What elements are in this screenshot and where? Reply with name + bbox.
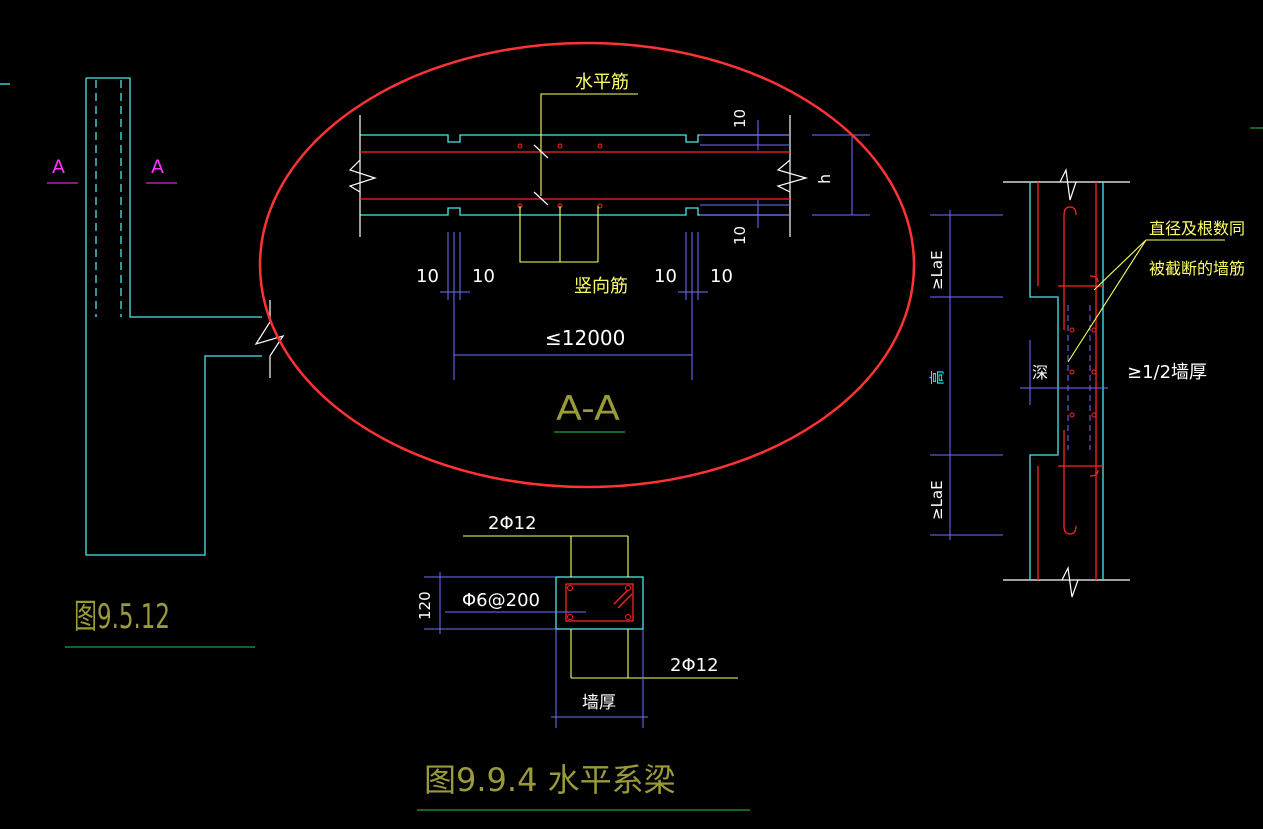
label-wall-thickness: 墙厚 (582, 693, 616, 713)
dim-lae-top: ≥LaE (928, 250, 946, 290)
dim-depth: 深 (1032, 363, 1048, 382)
label-bar-bottom: 2Φ12 (670, 655, 719, 676)
note-line1: 直径及根数同 (1149, 219, 1245, 238)
dim-span-limit: ≤12000 (545, 326, 625, 350)
wall-elevation (0, 77, 285, 556)
section-marker-left: A (47, 156, 78, 184)
label-vertical-bar: 竖向筋 (574, 276, 628, 297)
figure-title-9-5-12: 图9.5.12 (74, 597, 170, 637)
dim-10-a: 10 (416, 266, 439, 287)
dim-span: ≤12000 (454, 326, 692, 356)
dim-bottom-small: 10 10 10 10 (416, 232, 733, 380)
section-title-aa: A-A (556, 389, 620, 429)
section-label-a-right: A (151, 156, 164, 178)
dim-lae-bottom: ≥LaE (928, 480, 946, 520)
dim-10-d: 10 (710, 266, 733, 287)
dim-10-bottom: 10 (731, 226, 749, 245)
section-marker-right: A (146, 156, 177, 184)
dim-10-c: 10 (654, 266, 677, 287)
section-label-a-left: A (52, 156, 65, 178)
wall-detail: ≥LaE 高 ≥LaE 深 ≥1/2墙厚 直径及根数同 被截断的墙筋 (928, 127, 1263, 598)
dim-height: 高 (928, 370, 946, 385)
dim-h: h (815, 174, 834, 184)
dim-10-b: 10 (472, 266, 495, 287)
detail-rebar-dots (1069, 327, 1097, 418)
beam-section: 2Φ12 2Φ12 Φ6@200 120 墙厚 图9.9.4 水平系梁 (416, 513, 750, 811)
section-aa: 水平筋 竖向筋 10 10 h (258, 41, 916, 489)
highlight-ellipse (258, 41, 916, 489)
figure-caption-9-5-12: 图9.5.12 (65, 597, 255, 648)
dim-120: 120 (416, 591, 434, 620)
label-half-wall: ≥1/2墙厚 (1127, 362, 1207, 383)
label-stirrup: Φ6@200 (462, 590, 540, 611)
figure-title-9-9-4: 图9.9.4 水平系梁 (424, 761, 676, 799)
dim-10-top: 10 (731, 109, 749, 128)
label-horizontal-bar: 水平筋 (575, 72, 629, 93)
dim-right: 10 10 h (700, 109, 870, 245)
label-bar-top: 2Φ12 (488, 513, 537, 534)
note-line2: 被截断的墙筋 (1149, 259, 1245, 278)
